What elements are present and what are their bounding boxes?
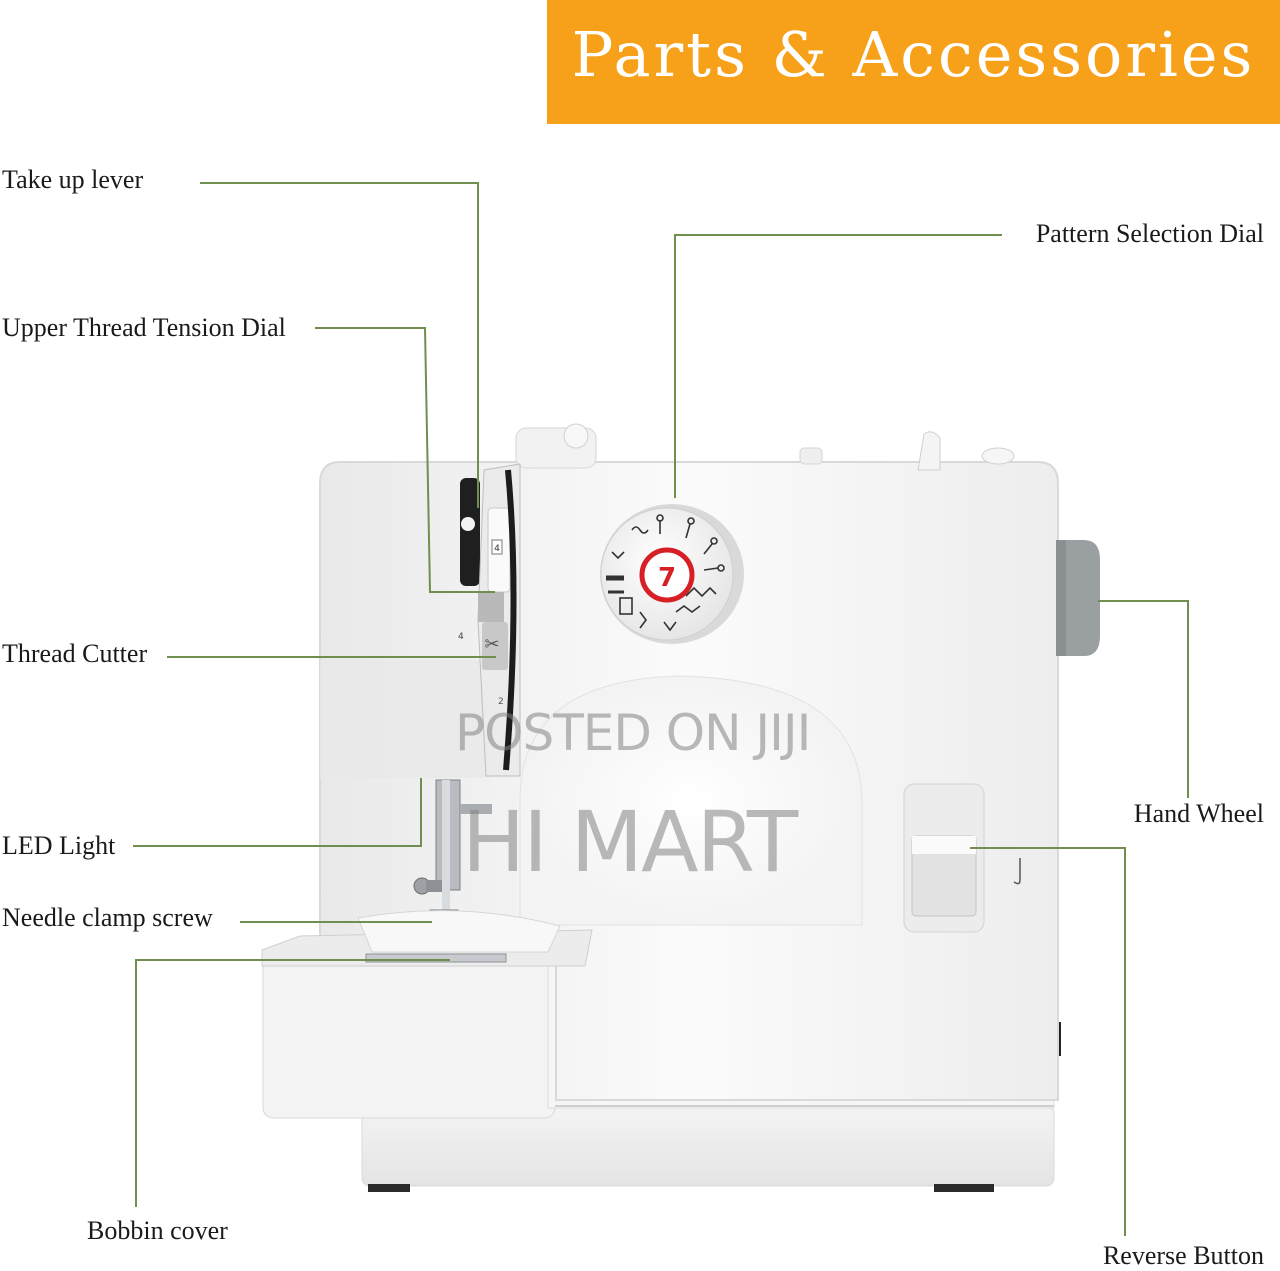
reverse-button bbox=[903, 783, 1021, 933]
spool-pins bbox=[515, 423, 1015, 471]
hand-wheel bbox=[1056, 540, 1100, 656]
watermark-line-1: POSTED ON JIJI bbox=[455, 704, 811, 762]
needle-plate bbox=[261, 910, 593, 967]
label-thread-cutter: Thread Cutter bbox=[2, 639, 148, 668]
leader-pattern-selection-dial bbox=[674, 234, 1002, 498]
slot-mark-1: 4 bbox=[458, 632, 464, 642]
leader-take-up-lever bbox=[200, 182, 479, 508]
label-led-light: LED Light bbox=[2, 831, 116, 860]
leader-upper-thread-tension-dial bbox=[315, 327, 495, 593]
banner-title: Parts & Accessories bbox=[571, 18, 1256, 91]
reverse-icon bbox=[1013, 858, 1021, 885]
thread-channel: 4 ✂ 4 2 bbox=[458, 463, 521, 777]
leader-reverse-button bbox=[970, 847, 1126, 1236]
label-bobbin-cover: Bobbin cover bbox=[87, 1216, 228, 1245]
slot-mark-2: 2 bbox=[498, 697, 504, 707]
label-take-up-lever: Take up lever bbox=[2, 165, 144, 194]
label-pattern-selection-dial: Pattern Selection Dial bbox=[1035, 219, 1264, 248]
header-banner: Parts & Accessories bbox=[547, 0, 1280, 124]
label-upper-thread-tension-dial: Upper Thread Tension Dial bbox=[2, 313, 286, 342]
leader-lines bbox=[133, 182, 1189, 1236]
watermark-line-2: HI MART bbox=[462, 793, 798, 891]
label-needle-clamp-screw: Needle clamp screw bbox=[2, 903, 213, 932]
dial-number: 7 bbox=[658, 563, 676, 593]
leader-hand-wheel bbox=[1098, 600, 1189, 798]
label-hand-wheel: Hand Wheel bbox=[1133, 799, 1264, 828]
leader-bobbin-cover bbox=[135, 959, 450, 1207]
leader-led-light bbox=[133, 778, 422, 847]
label-reverse-button: Reverse Button bbox=[1102, 1241, 1264, 1270]
tension-mark: 4 bbox=[494, 544, 500, 554]
pattern-selection-dial: 7 bbox=[600, 504, 744, 644]
scissors-icon: ✂ bbox=[484, 634, 499, 655]
stitch-pattern-icons bbox=[606, 514, 725, 632]
needle-assembly bbox=[413, 779, 492, 931]
